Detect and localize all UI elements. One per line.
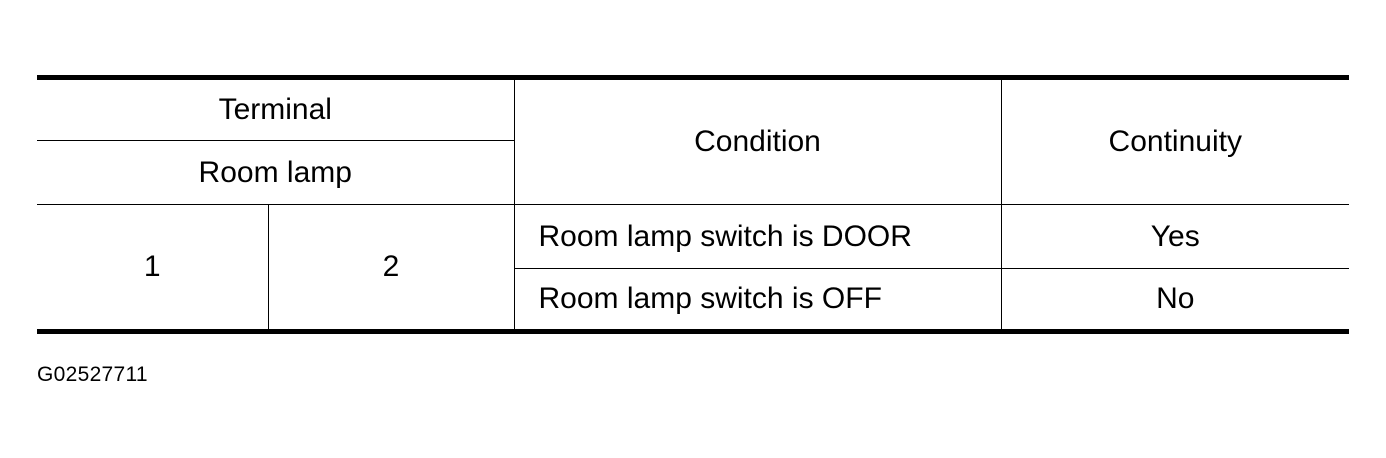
terminal-1: 1 <box>37 204 268 332</box>
header-row-room-lamp: Room lamp <box>37 140 1349 205</box>
header-room-lamp: Room lamp <box>37 140 514 205</box>
continuity-cell: Yes <box>1000 204 1349 269</box>
header-continuity: Continuity <box>1000 77 1349 205</box>
condition-cell: Room lamp switch is OFF <box>513 268 1001 332</box>
figure-id: G02527711 <box>37 363 148 386</box>
condition-cell: Room lamp switch is DOOR <box>513 204 1001 269</box>
table-row: Room lamp switch is OFF No <box>37 268 1349 332</box>
header-terminal: Terminal <box>218 93 332 126</box>
header-row-terminal: Terminal Condition Continuity <box>37 77 1349 205</box>
header-condition: Condition <box>513 77 1001 205</box>
terminal-2: 2 <box>267 204 514 332</box>
table-row: 1 2 Room lamp switch is DOOR Yes <box>37 204 1349 332</box>
continuity-table: Terminal Condition Continuity Room lamp … <box>37 75 1349 334</box>
continuity-cell: No <box>1000 268 1349 332</box>
